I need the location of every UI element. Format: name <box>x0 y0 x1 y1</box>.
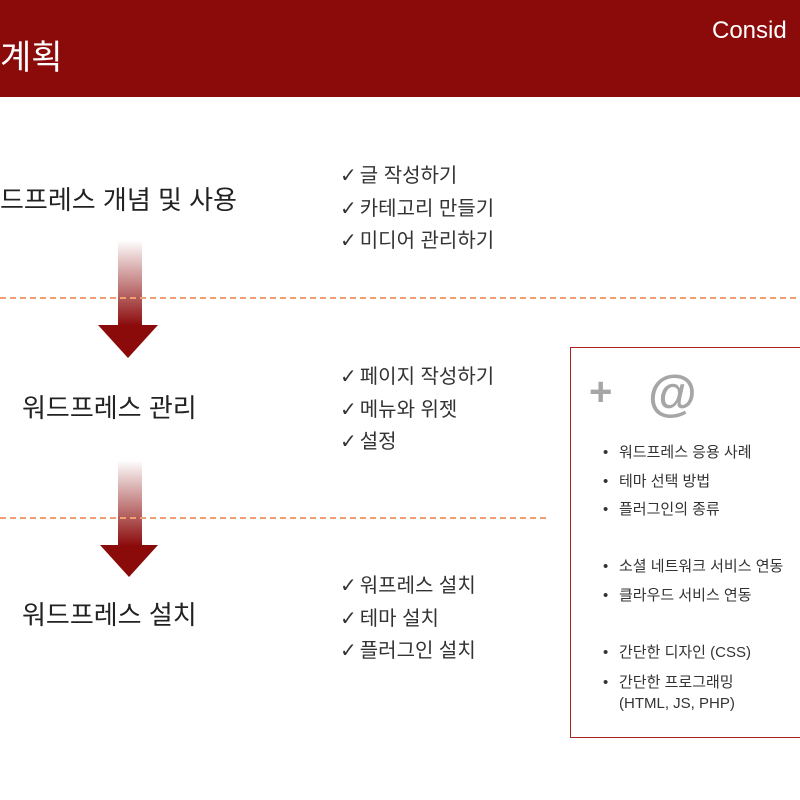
checklist-item: ✓플러그인 설치 <box>340 635 476 668</box>
checklist-item-label: 카테고리 만들기 <box>359 197 495 220</box>
list-item: • 워드프레스 응용 사례 <box>571 439 800 468</box>
arrow-shaft <box>118 460 142 546</box>
checklist-item-label: 워프레스 설치 <box>359 575 476 597</box>
checklist-item: ✓페이지 작성하기 <box>340 361 494 394</box>
check-icon: ✓ <box>340 230 357 252</box>
bullet-icon: • <box>603 444 609 461</box>
list-item-label: 테마 선택 방법 <box>619 472 711 490</box>
header-bar: 계획 Consid <box>0 0 800 97</box>
check-icon: ✓ <box>340 197 357 220</box>
checklist-item-label: 페이지 작성하기 <box>359 366 495 388</box>
list-item: • 간단한 프로그래밍 (HTML, JS, PHP) <box>571 672 800 714</box>
at-symbol: @ <box>648 365 697 421</box>
checklist-item: ✓글 작성하기 <box>340 160 494 193</box>
list-item-label: 간단한 프로그래밍 (HTML, JS, PHP) <box>619 672 735 714</box>
checklist-item-label: 테마 설치 <box>359 607 439 630</box>
arrow-head <box>100 545 158 577</box>
list-item-label: 플러그인의 종류 <box>619 501 720 518</box>
checklist-item-label: 설정 <box>359 431 397 453</box>
check-icon: ✓ <box>340 366 357 388</box>
extras-group-basics: • 워드프레스 응용 사례 • 테마 선택 방법 • 플러그인의 종류 <box>571 439 800 525</box>
check-icon: ✓ <box>340 431 357 453</box>
stage-label-install: 워드프레스 설치 <box>22 600 197 630</box>
list-item: • 소셜 네트워크 서비스 연동 <box>571 553 800 582</box>
extras-group-integration: • 소셜 네트워크 서비스 연동 • 클라우드 서비스 연동 <box>571 553 800 610</box>
extras-box: + @ • 워드프레스 응용 사례 • 테마 선택 방법 • 플러그인의 종류 • 소셜… <box>570 347 800 738</box>
dashed-divider <box>0 297 800 299</box>
check-icon: ✓ <box>340 398 357 421</box>
checklist-item: ✓카테고리 만들기 <box>340 193 494 226</box>
checklist-item: ✓메뉴와 위젯 <box>340 394 494 427</box>
list-item: • 테마 선택 방법 <box>571 468 800 497</box>
checklist-item-label: 글 작성하기 <box>359 165 458 187</box>
bullet-icon: • <box>603 644 609 661</box>
bullet-icon: • <box>603 501 609 518</box>
check-icon: ✓ <box>340 165 357 187</box>
bullet-icon: • <box>603 472 609 490</box>
arrow-shaft <box>118 240 142 326</box>
check-icon: ✓ <box>340 607 357 630</box>
checklist-item-label: 플러그인 설치 <box>359 640 476 662</box>
checklist-install: ✓워프레스 설치 ✓테마 설치 ✓플러그인 설치 <box>340 570 476 668</box>
list-item-label: 간단한 디자인 (CSS) <box>619 644 751 661</box>
stage-label-concept: 드프레스 개념 및 사용 <box>0 185 237 215</box>
bullet-icon: • <box>603 586 609 604</box>
checklist-item: ✓미디어 관리하기 <box>340 225 494 258</box>
list-item-label: 클라우드 서비스 연동 <box>619 586 752 604</box>
list-item-label: 워드프레스 응용 사례 <box>619 444 752 461</box>
extras-group-development: • 간단한 디자인 (CSS) • 간단한 프로그래밍 (HTML, JS, PH… <box>571 639 800 714</box>
down-arrow-icon <box>100 460 158 577</box>
checklist-item: ✓설정 <box>340 426 494 459</box>
list-item-label-continuation: (HTML, JS, PHP) <box>619 694 735 712</box>
dashed-divider <box>0 517 546 519</box>
checklist-item-label: 미디어 관리하기 <box>359 230 495 252</box>
check-icon: ✓ <box>340 575 357 597</box>
bullet-icon: • <box>603 673 609 691</box>
check-icon: ✓ <box>340 640 357 662</box>
list-item: • 클라우드 서비스 연동 <box>571 582 800 611</box>
stage-label-manage: 워드프레스 관리 <box>22 393 197 423</box>
checklist-item: ✓테마 설치 <box>340 603 476 636</box>
list-item: • 간단한 디자인 (CSS) <box>571 639 800 668</box>
list-item: • 플러그인의 종류 <box>571 496 800 525</box>
checklist-item: ✓워프레스 설치 <box>340 570 476 603</box>
slide-title: 계획 <box>0 39 63 77</box>
list-item-label-line: 간단한 프로그래밍 <box>619 673 734 691</box>
header-right-text: Consid <box>712 17 787 44</box>
plus-symbol: + <box>589 370 613 414</box>
checklist-concept: ✓글 작성하기 ✓카테고리 만들기 ✓미디어 관리하기 <box>340 160 494 258</box>
arrow-head <box>98 325 158 358</box>
checklist-item-label: 메뉴와 위젯 <box>359 398 458 421</box>
checklist-manage: ✓페이지 작성하기 ✓메뉴와 위젯 ✓설정 <box>340 361 494 459</box>
down-arrow-icon <box>98 240 158 358</box>
bullet-icon: • <box>603 558 609 575</box>
list-item-label: 소셜 네트워크 서비스 연동 <box>619 558 784 575</box>
